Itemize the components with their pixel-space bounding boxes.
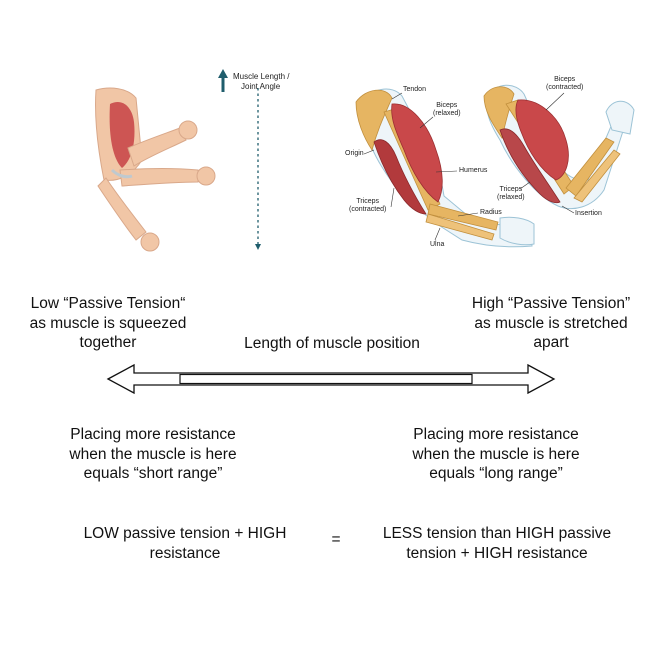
label-triceps-relaxed-1: Triceps (499, 186, 523, 193)
label-humerus: Humerus (459, 167, 488, 174)
label-tendon: Tendon (403, 86, 426, 93)
label-biceps-contracted-1: Biceps (554, 76, 576, 83)
up-arrow-icon (218, 69, 228, 78)
left-caption-line2: as muscle is squeezed (29, 314, 187, 332)
center-label: Length of muscle position (244, 335, 420, 352)
label-triceps-relaxed: Triceps (relaxed) (497, 186, 525, 202)
label-triceps-contracted: Triceps (contracted) (349, 198, 386, 214)
axis-label: Muscle Length / Joint Angle (233, 72, 313, 91)
label-insertion: Insertion (575, 210, 602, 217)
right-caption-line3: apart (533, 334, 569, 351)
label-origin: Origin (345, 150, 364, 157)
right-resistance-line2: when the muscle is here (412, 445, 580, 463)
equation-right-line1: LESS tension than HIGH passive (382, 525, 612, 542)
equation-operator: = (331, 531, 341, 548)
equation-left-line1: LOW passive tension + HIGH (83, 525, 287, 542)
left-resistance-line2: when the muscle is here (69, 445, 237, 463)
left-caption: Low “Passive Tension“ as muscle is squee… (8, 294, 208, 353)
label-radius: Radius (480, 209, 502, 216)
label-triceps-relaxed-2: (relaxed) (497, 194, 525, 201)
right-caption-line1: High “Passive Tension” (471, 295, 631, 312)
label-biceps-relaxed-1: Biceps (436, 102, 458, 109)
right-resistance-text: Placing more resistance when the muscle … (396, 425, 596, 484)
label-biceps-relaxed-2: (relaxed) (433, 110, 461, 117)
right-caption: High “Passive Tension” as muscle is stre… (451, 294, 651, 353)
right-resistance-line3: equals “long range” (429, 465, 563, 482)
right-resistance-line1: Placing more resistance (413, 426, 579, 443)
equation-right-line2: tension + HIGH resistance (406, 544, 588, 562)
label-biceps-relaxed: Biceps (relaxed) (433, 102, 461, 118)
left-resistance-text: Placing more resistance when the muscle … (53, 425, 253, 484)
axis-label-line2: Joint Angle (241, 81, 281, 91)
label-ulna: Ulna (430, 241, 445, 248)
left-caption-line1: Low “Passive Tension“ (30, 295, 186, 312)
axis-label-line1: Muscle Length / (233, 72, 290, 81)
left-resistance-line1: Placing more resistance (70, 426, 236, 443)
left-resistance-line3: equals “short range” (83, 465, 223, 482)
label-biceps-contracted-2: (contracted) (546, 84, 584, 91)
down-arrow-icon (255, 244, 261, 250)
right-caption-line2: as muscle is stretched (474, 314, 628, 332)
arrow-inner-bar (179, 373, 473, 385)
equation-right: LESS tension than HIGH passive tension +… (366, 524, 628, 563)
label-triceps-contracted-1: Triceps (356, 198, 380, 205)
left-caption-line3: together (79, 334, 137, 351)
equation-left: LOW passive tension + HIGH resistance (70, 524, 300, 563)
equation-left-line2: resistance (149, 544, 221, 562)
label-triceps-contracted-2: (contracted) (349, 206, 387, 213)
label-biceps-contracted: Biceps (contracted) (546, 76, 583, 92)
